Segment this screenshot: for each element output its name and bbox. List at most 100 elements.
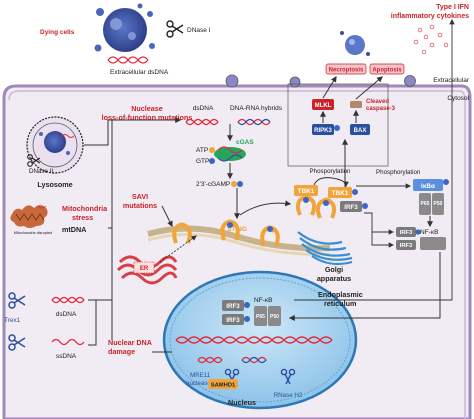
atp-label: ATP bbox=[196, 147, 208, 154]
ripk3-box bbox=[312, 124, 334, 135]
scissors-icon bbox=[8, 292, 26, 309]
caspase-to-apoptosis-arrow bbox=[355, 76, 383, 100]
sting-dimer-icon bbox=[172, 219, 280, 247]
p50-nuc-label: P50 bbox=[270, 314, 279, 320]
to-nucleus-line bbox=[288, 252, 441, 321]
gtp-label: GTP bbox=[196, 158, 209, 165]
trex1-bracket bbox=[88, 299, 97, 346]
irf3-phospho-icon bbox=[362, 203, 368, 209]
ssdna-left-icon bbox=[51, 338, 85, 346]
membrane-pore bbox=[289, 76, 301, 88]
irf3-nuc-phospho-icon bbox=[244, 302, 250, 308]
irf3-nuc-phospho-icon bbox=[244, 316, 250, 322]
ifn-title-line2: inflammatory cytokines bbox=[391, 13, 469, 20]
mre11-line2: nuclease bbox=[186, 380, 211, 387]
er-label: ER bbox=[140, 266, 149, 272]
necroptosis-box bbox=[325, 63, 367, 75]
irf3-nuc-2-label: IRF3 bbox=[226, 317, 240, 324]
nfkb-nuc-label: NF-κB bbox=[254, 297, 272, 304]
cytokine-dots-icon bbox=[413, 24, 449, 55]
irf3-stack-1-label: IRF3 bbox=[400, 230, 413, 236]
necroptosis-label: Necroptosis bbox=[329, 68, 364, 74]
released-particle-icon bbox=[340, 31, 370, 56]
samhd1-box bbox=[208, 379, 238, 389]
membrane-inner bbox=[8, 90, 466, 419]
irf3-stack-phospho-icon bbox=[415, 229, 421, 235]
irf3-nuc-box-1 bbox=[222, 300, 244, 311]
dying-cells-label: Dying cells bbox=[40, 29, 75, 36]
dnase1-label: DNase I bbox=[187, 27, 211, 34]
tbk1-box-b bbox=[328, 187, 352, 198]
cytosol-label: Cytosol bbox=[447, 95, 469, 102]
mito-stress-line1: Mitochondria bbox=[62, 204, 108, 213]
p50-cyto-label: P50 bbox=[434, 201, 443, 207]
rnase-h2-label: RNase H2 bbox=[274, 392, 303, 399]
ikba-nfkb-complex bbox=[413, 179, 449, 215]
lysosome-icon bbox=[26, 116, 84, 174]
cgas-label: cGAS bbox=[236, 139, 254, 146]
tbk1-phospho-icon bbox=[352, 189, 358, 195]
nuclease-mutations-line1: Nuclease bbox=[131, 104, 163, 113]
cleaved-caspase3-line1: Cleaved bbox=[366, 99, 389, 105]
membrane-pore bbox=[404, 75, 416, 87]
ripk3-label: RIPK3 bbox=[314, 128, 332, 134]
membrane-pore bbox=[225, 74, 239, 88]
extracellular-dsdna-label: Extracellular dsDNA bbox=[110, 69, 169, 76]
phosporylation-label: Phosporylation bbox=[310, 168, 351, 175]
ikba-label: IκBα bbox=[421, 183, 435, 190]
cell-death-box bbox=[287, 83, 389, 167]
nucleus-to-ifn-line bbox=[294, 18, 455, 301]
mtdna-label: mtDNA bbox=[62, 225, 86, 234]
genomic-dna-icon bbox=[175, 336, 333, 344]
p65-cyto-label: P65 bbox=[421, 201, 430, 207]
damaged-dna-icon bbox=[197, 356, 267, 364]
dsdna-left-label: dsDNA bbox=[56, 311, 77, 318]
ripk3-phospho-icon bbox=[334, 125, 340, 131]
nuclease-mutations-line2: loss-of-function mutations bbox=[102, 113, 193, 122]
dnase2-label: DNase II bbox=[29, 168, 53, 175]
nfkb-cyto-label: NF-κB bbox=[420, 229, 438, 236]
apoptosis-box bbox=[369, 63, 405, 75]
trex1-label: Trex1 bbox=[4, 317, 21, 324]
mito-disrupted-label: Mitochondria disrupted bbox=[14, 231, 52, 235]
atp-icon bbox=[209, 147, 215, 153]
er-line2: reticulum bbox=[324, 299, 356, 308]
irf3-top-label: IRF3 bbox=[344, 204, 358, 211]
lysosome-to-cgas-arrow bbox=[84, 117, 182, 146]
irf3-stack-2-label: IRF3 bbox=[400, 243, 413, 249]
irf3-nuc-1-label: IRF3 bbox=[226, 303, 240, 310]
dsdna-top-label: dsDNA bbox=[193, 105, 214, 112]
golgi-line1: Golgi bbox=[325, 265, 343, 274]
nfkb-dimer-icon bbox=[420, 237, 446, 250]
dna-rna-hybrid-icon bbox=[237, 118, 271, 126]
savi-line2: mutations bbox=[123, 201, 157, 210]
apoptosis-label: Apoptosis bbox=[372, 68, 402, 74]
irf3-stack-box-2 bbox=[396, 240, 416, 250]
scissors-icon bbox=[280, 368, 296, 385]
irf3-stack-box-1 bbox=[396, 227, 416, 237]
extracellular-label: Extracellular bbox=[433, 77, 470, 84]
mre11-line1: MRE11 bbox=[190, 372, 211, 379]
samhd1-label: SAMHD1 bbox=[211, 383, 236, 389]
mlkl-to-necroptosis-arrow bbox=[322, 75, 337, 99]
golgi-apparatus-icon bbox=[297, 231, 353, 266]
p65-nuc-box bbox=[254, 306, 267, 326]
bax-box bbox=[350, 124, 370, 135]
er-to-sting-arrow bbox=[159, 235, 197, 263]
savi-line1: SAVI bbox=[132, 192, 148, 201]
nuclear-dna-damage-line2: damage bbox=[108, 347, 135, 356]
dying-cell-icon bbox=[94, 3, 155, 52]
extracellular-dsdna-icon bbox=[107, 56, 149, 64]
tbk1-b-label: TBK1 bbox=[332, 190, 349, 197]
irf3-branch-arrow-2 bbox=[371, 232, 395, 248]
mitochondria-icon bbox=[10, 205, 48, 228]
lysosome-label: Lysosome bbox=[37, 180, 72, 189]
mito-stress-line2: stress bbox=[72, 213, 93, 222]
sting-translocation-arrow bbox=[239, 200, 292, 216]
cleaved-caspase3-line2: caspase-3 bbox=[366, 106, 396, 112]
dsdna-left-icon bbox=[51, 296, 85, 304]
cleaved-caspase3-icon bbox=[350, 101, 362, 108]
gtp-icon bbox=[209, 158, 215, 164]
tbk1-box-a bbox=[294, 185, 318, 196]
nuclear-dna-damage-line1: Nuclear DNA bbox=[108, 338, 152, 347]
